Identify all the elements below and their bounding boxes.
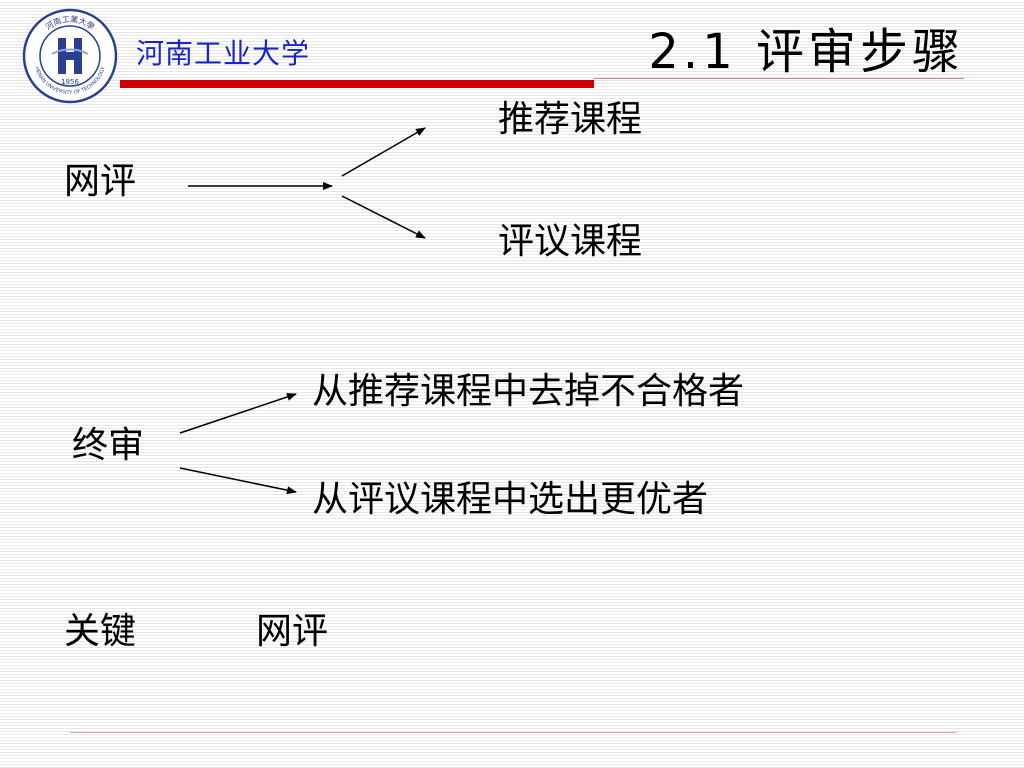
university-name: 河南工业大学 bbox=[136, 37, 311, 70]
remove-unqualified-label: 从推荐课程中去掉不合格者 bbox=[312, 371, 745, 412]
arrow-to-tuijian bbox=[341, 127, 426, 177]
university-logo: 河南工業大學 HENAN UNIVERSITY OF TECHNOLOGY 19… bbox=[22, 8, 118, 104]
slide-title: 2.1 评审步骤 bbox=[648, 24, 964, 80]
header-divider-red bbox=[120, 80, 594, 88]
arrow-to-remove-unqualified bbox=[179, 393, 297, 434]
logo-year: 1956 bbox=[61, 78, 79, 86]
arrow-to-select-better bbox=[179, 467, 297, 495]
footer-divider bbox=[70, 732, 956, 733]
header-divider-thin bbox=[594, 78, 964, 79]
key-label: 关键 bbox=[64, 611, 137, 652]
logo-emblem-shape bbox=[58, 38, 82, 74]
wangping-label: 网评 bbox=[64, 161, 137, 202]
select-better-label: 从评议课程中选出更优者 bbox=[312, 479, 709, 520]
key-value: 网评 bbox=[256, 611, 329, 652]
final-review-label: 终审 bbox=[72, 425, 145, 466]
recommended-courses-label: 推荐课程 bbox=[498, 99, 643, 140]
arrow-to-pingyi bbox=[341, 195, 426, 239]
reviewed-courses-label: 评议课程 bbox=[498, 221, 643, 262]
